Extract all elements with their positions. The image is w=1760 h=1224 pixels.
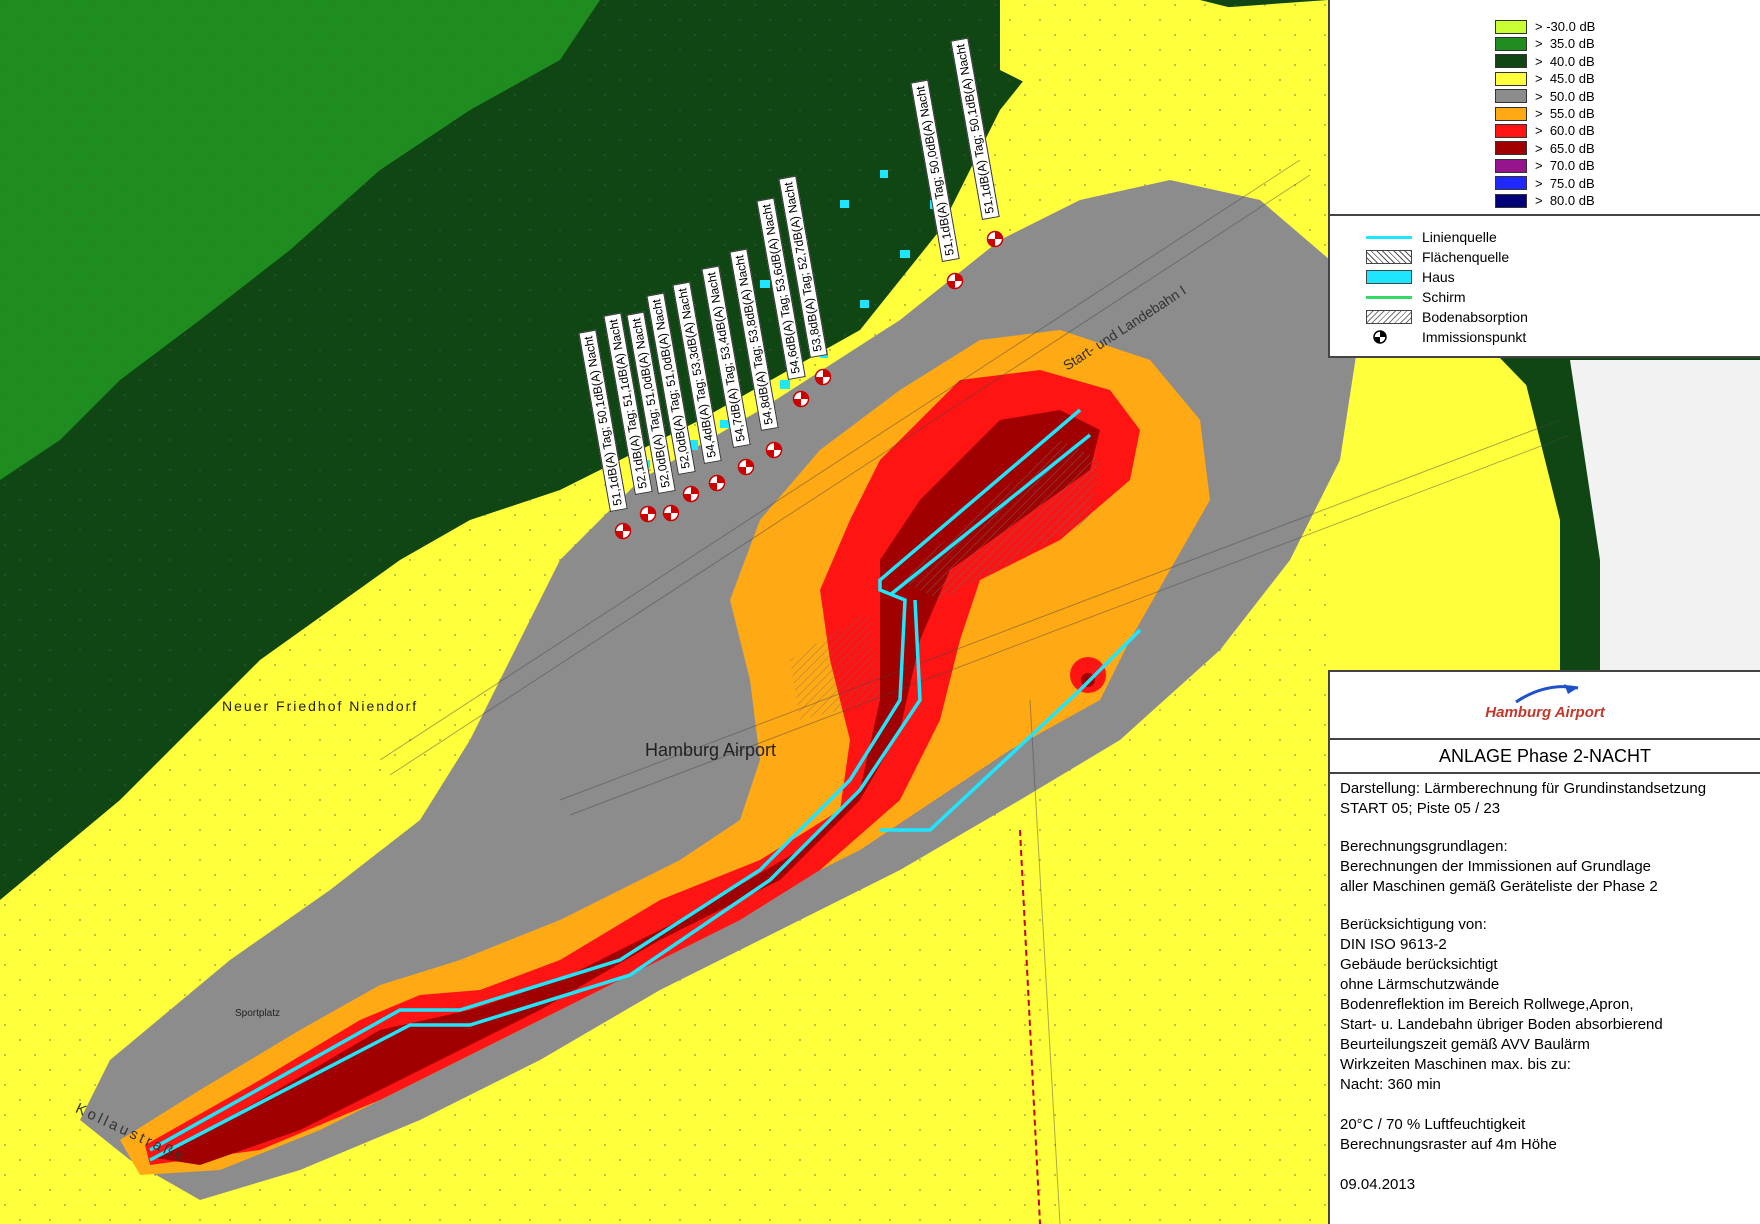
immission-point-marker [662, 504, 680, 522]
immission-point-marker [765, 441, 783, 459]
line-source [149, 408, 1142, 1162]
legend-ground-absorption-label: Bodenabsorption [1422, 309, 1528, 325]
legend-color-swatch [1495, 89, 1527, 104]
title-block-line: Gebäude berücksichtigt [1340, 956, 1498, 973]
line-source-icon [1366, 230, 1412, 244]
legend-level-label: > 75.0 dB [1535, 175, 1595, 191]
title-block-line: 20°C / 70 % Luftfeuchtigkeit [1340, 1116, 1526, 1133]
legend-color-swatch [1495, 106, 1527, 121]
legend-level-label: > 45.0 dB [1535, 71, 1595, 87]
legend-level-label: > 70.0 dB [1535, 158, 1595, 174]
legend-color-swatch [1495, 19, 1527, 34]
label-airport: Hamburg Airport [645, 740, 777, 760]
plan-heading: ANLAGE Phase 2-NACHT [1330, 738, 1760, 774]
title-block-line: Wirkzeiten Maschinen max. bis zu: [1340, 1056, 1571, 1073]
legend-house-label: Haus [1422, 269, 1455, 285]
zone-65db [155, 410, 1100, 1165]
label-cemetery: Neuer Friedhof Niendorf [222, 698, 419, 714]
legend-level-row: > 70.0 dB [1495, 157, 1595, 174]
ground-absorption-icon [1366, 310, 1412, 324]
legend-immission-point: Immissionspunkt [1366, 328, 1526, 346]
legend-level-label: > 50.0 dB [1535, 88, 1595, 104]
legend-line-source-label: Linienquelle [1422, 229, 1497, 245]
title-block-line: aller Maschinen gemäß Geräteliste der Ph… [1340, 878, 1658, 895]
legend-color-swatch [1495, 141, 1527, 156]
immission-point-marker [639, 505, 657, 523]
immission-point-marker [792, 390, 810, 408]
legend-color-swatch [1495, 123, 1527, 138]
immission-point-marker [737, 458, 755, 476]
label-sportplatz: Sportplatz [235, 1008, 281, 1019]
immission-point-marker [708, 474, 726, 492]
legend-level-label: > 40.0 dB [1535, 53, 1595, 69]
title-block-line: Berechnungsgrundlagen: [1340, 838, 1508, 855]
title-block-line: DIN ISO 9613-2 [1340, 936, 1447, 953]
legend-level-label: > -30.0 dB [1535, 19, 1596, 34]
title-block-line: Berücksichtigung von: [1340, 916, 1487, 933]
legend-area-source: Flächenquelle [1366, 248, 1509, 266]
legend-level-row: > 35.0 dB [1495, 35, 1595, 52]
title-block-line: Beurteilungszeit gemäß AVV Baulärm [1340, 1036, 1590, 1053]
immission-point-marker [946, 272, 964, 290]
legend-level-row: > 55.0 dB [1495, 105, 1595, 122]
logo-text: Hamburg Airport [1485, 704, 1605, 721]
legend-house: Haus [1366, 268, 1455, 286]
immission-point-marker [986, 230, 1004, 248]
legend: > -30.0 dB> 35.0 dB> 40.0 dB> 45.0 dB> 5… [1328, 0, 1760, 358]
title-block-line: 09.04.2013 [1340, 1176, 1416, 1193]
airplane-icon [1515, 684, 1579, 704]
legend-level-row: > 50.0 dB [1495, 88, 1595, 105]
title-block-line: Berechnungsraster auf 4m Höhe [1340, 1136, 1557, 1153]
screen-icon [1366, 290, 1412, 304]
area-source-icon [1366, 250, 1412, 264]
title-block-line: START 05; Piste 05 / 23 [1340, 800, 1501, 817]
title-block-line: Darstellung: Lärmberechnung für Grundins… [1340, 780, 1707, 797]
title-block-line: ohne Lärmschutzwände [1340, 976, 1500, 993]
legend-level-label: > 35.0 dB [1535, 36, 1595, 52]
legend-level-row: > 65.0 dB [1495, 140, 1595, 157]
legend-ground-absorption: Bodenabsorption [1366, 308, 1528, 326]
immission-point-marker [614, 522, 632, 540]
title-block-line: Bodenreflektion im Bereich Rollwege,Apro… [1340, 996, 1634, 1013]
legend-color-swatch [1495, 176, 1527, 191]
legend-level-row: > 80.0 dB [1495, 192, 1595, 209]
legend-level-row: > 40.0 dB [1495, 53, 1595, 70]
legend-level-label: > 65.0 dB [1535, 140, 1595, 156]
title-block-line: Berechnungen der Immissionen auf Grundla… [1340, 858, 1652, 875]
legend-color-swatch [1495, 158, 1527, 173]
legend-immission-point-label: Immissionspunkt [1422, 329, 1527, 345]
legend-level-row: > 75.0 dB [1495, 175, 1595, 192]
legend-color-swatch [1495, 193, 1527, 208]
title-block: Hamburg Airport ANLAGE Phase 2-NACHT Dar… [1328, 670, 1760, 1224]
title-block-line: Start- u. Landebahn übriger Boden absorb… [1340, 1016, 1663, 1033]
legend-level-row: > -30.0 dB [1495, 18, 1595, 35]
legend-level-label: > 60.0 dB [1535, 123, 1595, 139]
legend-level-row: > 60.0 dB [1495, 122, 1595, 139]
legend-screen: Schirm [1366, 288, 1466, 306]
legend-color-swatch [1495, 54, 1527, 69]
legend-line-source: Linienquelle [1366, 228, 1497, 246]
immission-point-marker [682, 485, 700, 503]
immission-point-marker [814, 368, 832, 386]
area-source [900, 440, 1100, 600]
house-icon [1366, 270, 1412, 284]
airport-logo: Hamburg Airport [1330, 680, 1760, 740]
legend-level-label: > 55.0 dB [1535, 106, 1595, 121]
legend-color-swatch [1495, 36, 1527, 51]
immission-point-icon [1366, 330, 1412, 344]
legend-color-swatch [1495, 71, 1527, 86]
title-block-line: Nacht: 360 min [1340, 1076, 1441, 1093]
legend-area-source-label: Flächenquelle [1422, 249, 1510, 265]
legend-screen-label: Schirm [1422, 289, 1466, 305]
legend-level-row: > 45.0 dB [1495, 70, 1595, 87]
legend-level-label: > 80.0 dB [1535, 193, 1595, 208]
